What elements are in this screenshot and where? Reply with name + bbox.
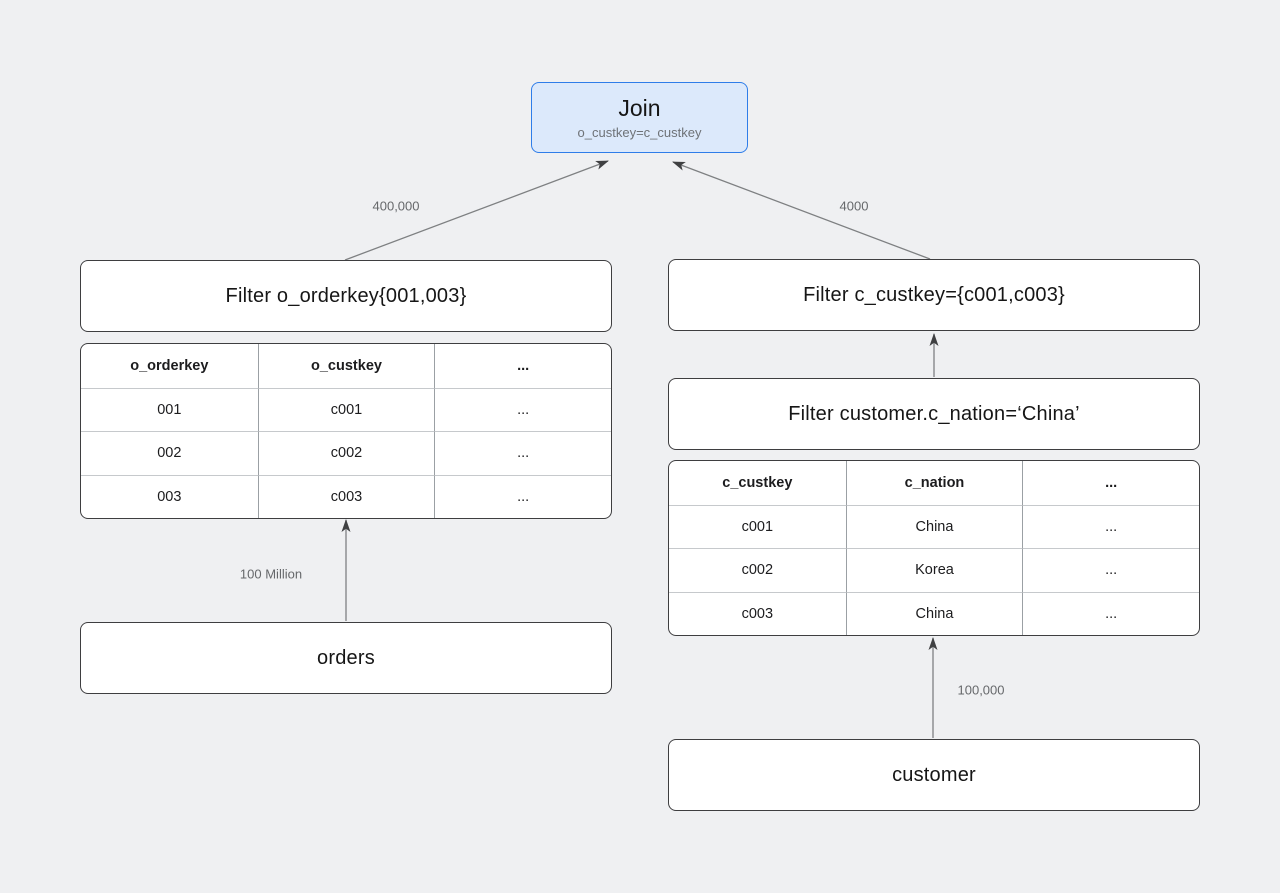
join-node-condition: o_custkey=c_custkey [577, 125, 702, 140]
filter-node-orderkey: Filter o_orderkey{001,003} [80, 260, 612, 332]
table-cell: c001 [669, 504, 846, 549]
table-cell: ... [434, 431, 611, 475]
table-cell: ... [1022, 548, 1199, 592]
filter-node-nation: Filter customer.c_nation=‘China’ [668, 378, 1200, 450]
edge-rightfilter-to-join [672, 161, 931, 260]
table-header-cell: o_orderkey [130, 357, 209, 374]
table-cell: Korea [845, 548, 1023, 592]
table-header-cell: c_nation [845, 461, 1023, 505]
table-cell: c002 [669, 548, 846, 592]
table-cell: c001 [257, 387, 435, 431]
edge-label-left-to-join: 400,000 [372, 198, 420, 214]
customer-table: c_custkey c_nation ... c001 China ... c0… [668, 460, 1200, 636]
filter-node-custkey-label: Filter c_custkey={c001,c003} [803, 283, 1065, 306]
table-cell: 001 [81, 387, 258, 432]
table-header-cell: ... [434, 344, 611, 388]
table-cell: c003 [257, 474, 435, 518]
table-cell: 002 [81, 431, 258, 475]
table-cell: ... [1022, 504, 1199, 548]
edge-label-orders-cardinality: 100 Million [239, 566, 303, 582]
table-cell: ... [434, 474, 611, 518]
edge-label-right-to-join: 4000 [839, 198, 869, 214]
table-cell: ... [1022, 591, 1199, 635]
table-header-cell: o_custkey [257, 344, 435, 388]
table-cell: c003 [669, 591, 846, 636]
join-node-title: Join [618, 95, 661, 121]
filter-node-orderkey-label: Filter o_orderkey{001,003} [225, 284, 467, 307]
orders-source-node: orders [80, 622, 612, 694]
table-cell: c002 [257, 431, 435, 475]
edge-leftfilter-to-join [344, 160, 609, 261]
table-cell: China [845, 504, 1023, 548]
table-cell: 003 [81, 474, 258, 519]
orders-table: o_orderkey o_custkey ... 001 c001 ... 00… [80, 343, 612, 519]
table-cell: China [845, 591, 1023, 635]
customer-source-label: customer [892, 763, 976, 786]
table-cell: ... [434, 387, 611, 431]
filter-node-nation-label: Filter customer.c_nation=‘China’ [788, 402, 1080, 425]
join-node: Join o_custkey=c_custkey [531, 82, 748, 153]
customer-source-node: customer [668, 739, 1200, 811]
filter-node-custkey: Filter c_custkey={c001,c003} [668, 259, 1200, 331]
orders-source-label: orders [317, 646, 375, 669]
edge-label-customer-cardinality: 100,000 [957, 682, 1005, 698]
table-header-cell: c_custkey [722, 474, 793, 491]
table-header-cell: ... [1022, 461, 1199, 505]
